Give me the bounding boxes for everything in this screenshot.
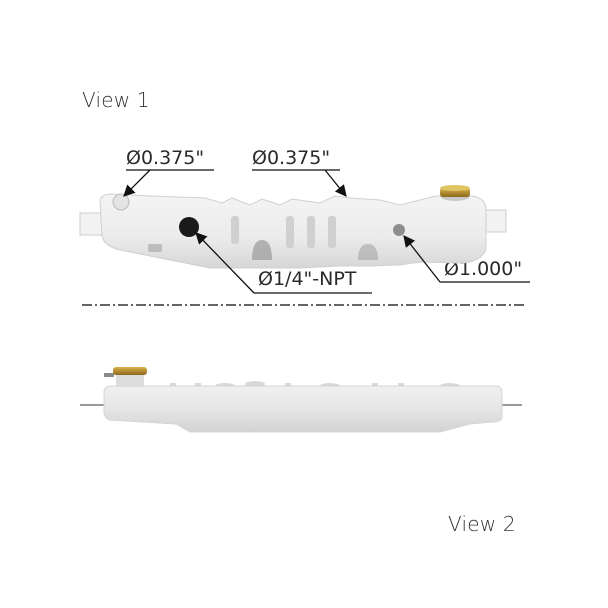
rib (307, 216, 315, 248)
rib (286, 216, 294, 248)
round-port (393, 224, 405, 236)
callout-npt-port: Ø1/4"-NPT (258, 268, 357, 290)
npt-port (179, 217, 199, 237)
tank-view-2 (80, 367, 522, 433)
recess (358, 244, 378, 260)
left-fitting (112, 193, 130, 211)
callout-left-fitting-diameter: Ø0.375" (126, 147, 205, 169)
right-mount-tab (483, 209, 507, 233)
recess (148, 244, 162, 252)
brass-cap-side (113, 367, 147, 375)
recess (252, 240, 272, 260)
left-mount-tab (79, 212, 103, 236)
view-1-label: View 1 (82, 88, 150, 112)
view-2-label: View 2 (448, 512, 516, 536)
callout-round-port-diameter: Ø1.000" (444, 258, 523, 280)
cap-top (440, 185, 470, 191)
cap-neck (116, 374, 144, 387)
cap-nozzle (104, 373, 114, 377)
leader-lines (123, 169, 530, 294)
callout-top-fitting-diameter: Ø0.375" (252, 147, 331, 169)
tank-side-body (103, 385, 503, 433)
rib (231, 216, 239, 244)
rib (328, 216, 336, 248)
tank-view-1 (79, 185, 507, 269)
